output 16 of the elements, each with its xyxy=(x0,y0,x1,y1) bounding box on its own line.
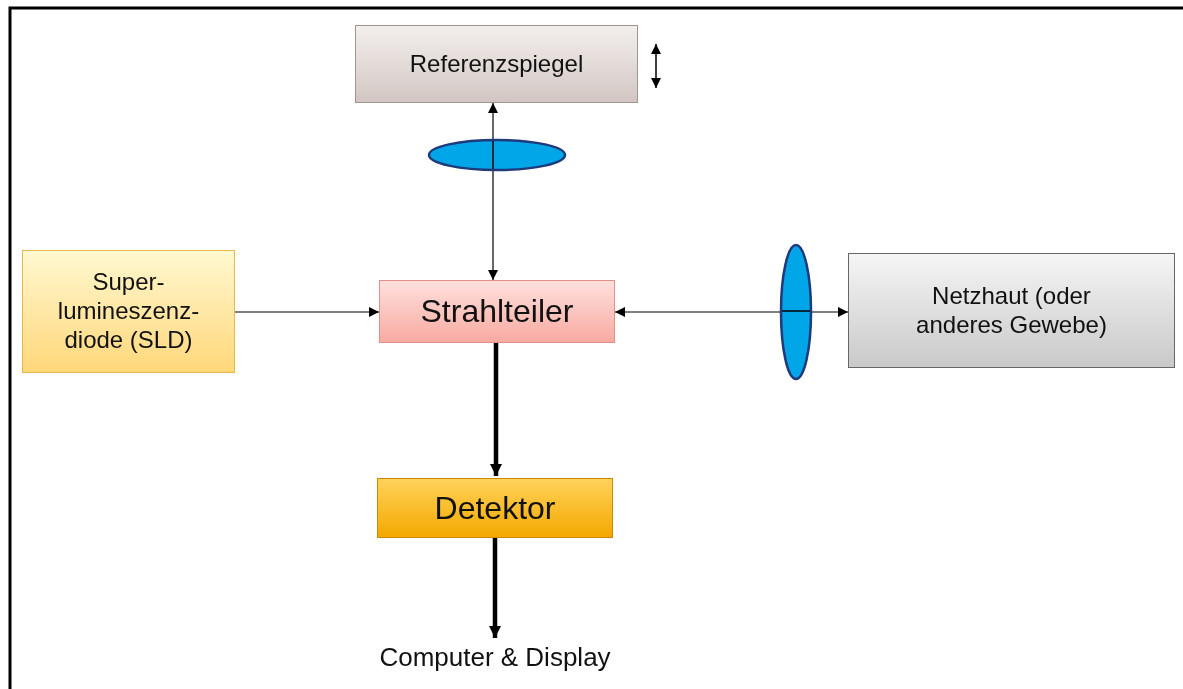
box-label: Strahlteiler xyxy=(420,292,574,331)
arrow xyxy=(234,307,380,317)
beam-splitter-box xyxy=(379,280,615,343)
arrow xyxy=(614,307,849,317)
box-label: Netzhaut (oder anderes Gewebe) xyxy=(915,281,1108,340)
tissue-box xyxy=(848,253,1175,368)
light-source-box xyxy=(22,250,235,373)
box-label: Super- lumineszenz- diode (SLD) xyxy=(56,268,201,355)
arrow xyxy=(489,538,501,638)
detector-box xyxy=(377,478,613,538)
mirror-box xyxy=(355,25,638,103)
output-label: Computer & Display xyxy=(379,642,611,674)
box-label: Detektor xyxy=(434,488,556,528)
box-label: Referenzspiegel xyxy=(409,49,584,79)
arrow xyxy=(490,343,502,476)
arrow xyxy=(488,102,498,281)
